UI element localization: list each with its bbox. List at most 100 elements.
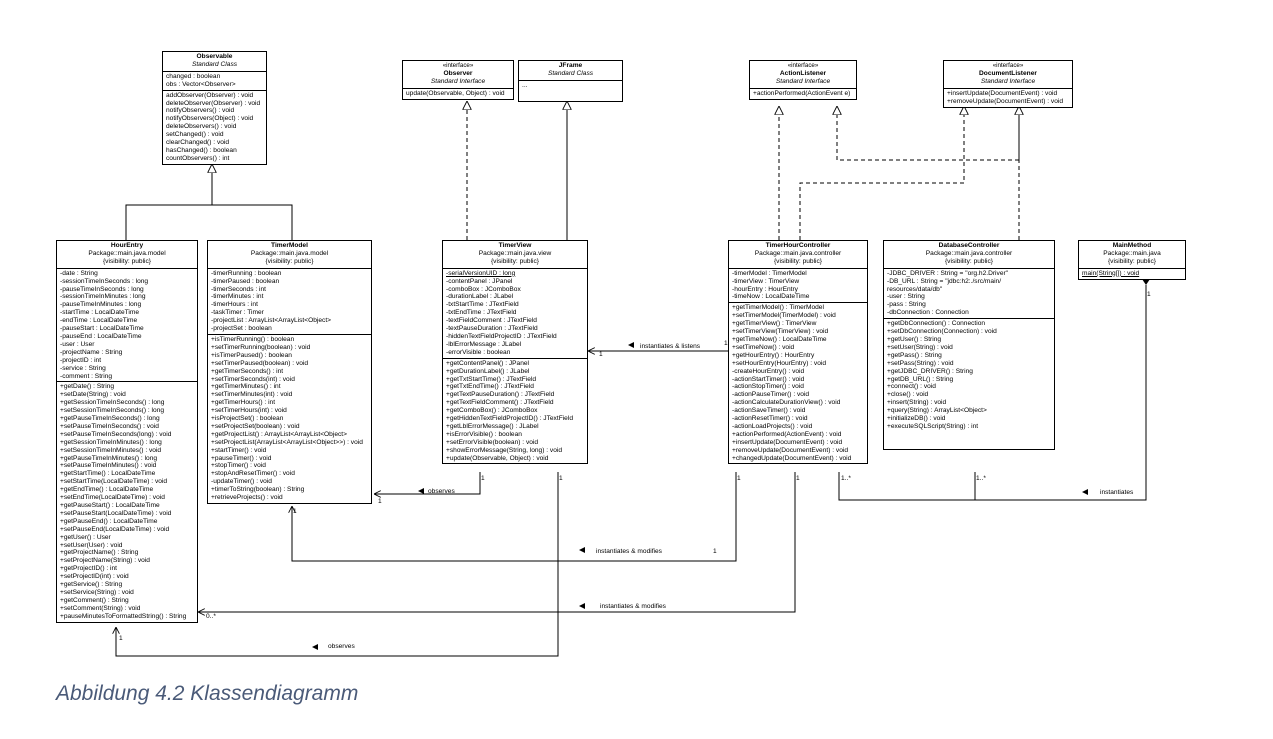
attribute-entry: -taskTimer : Timer [211, 309, 264, 317]
class-name: ActionListener [779, 69, 827, 77]
method-entry: +pauseMinutesToFormattedString() : Strin… [60, 612, 187, 620]
class-header: TimerHourController Package::main.java.c… [729, 241, 867, 269]
methods: +isTimerRunning() : boolean+setTimerRunn… [208, 335, 371, 503]
method-entry: +isTimerRunning() : boolean [211, 335, 295, 343]
attributes: -timerRunning : boolean-timerPaused : bo… [208, 269, 371, 335]
attribute-entry: -durationLabel : JLabel [446, 293, 514, 301]
attribute-entry: -textFieldComment : JTextField [446, 317, 537, 325]
class-timerhourcontroller: TimerHourController Package::main.java.c… [728, 240, 868, 465]
multiplicity: 1 [599, 351, 603, 358]
method-entry: +getHourEntry() : HourEntry [732, 351, 815, 359]
method-entry: +connect() : void [887, 383, 936, 391]
method-entry: +setPauseTimeInMinutes() : void [60, 462, 157, 470]
method-entry: +query(String) : ArrayList<Object> [887, 407, 987, 415]
attribute-entry: -projectName : String [60, 348, 123, 356]
attribute-entry: -hiddenTextFieldProjectID : JTextField [446, 332, 557, 340]
method-entry: -createHourEntry() : void [732, 367, 805, 375]
class-subtitle: Standard Interface [430, 77, 486, 85]
attribute-entry: -DB_URL : String = "jdbc:h2:./src/main/ [887, 277, 1002, 285]
method-entry: +insertUpdate(DocumentEvent) : void [947, 89, 1058, 97]
multiplicity: 1 [378, 498, 382, 505]
method-entry: +setPass(String) : void [887, 359, 954, 367]
method-entry: update(Observable, Object) : void [406, 89, 505, 97]
attribute-entry: -user : String [887, 293, 925, 301]
class-subtitle: Standard Class [191, 60, 238, 68]
methods: +getContentPanel() : JPanel+getDurationL… [443, 359, 587, 464]
method-entry: +getTimerView() : TimerView [732, 320, 817, 328]
method-entry: +getTimeNow() : LocalDateTime [732, 335, 827, 343]
method-entry: +getUser() : String [887, 335, 942, 343]
method-entry: +removeUpdate(DocumentEvent) : void [947, 97, 1063, 105]
attributes: -date : String-sessionTimeInSeconds : lo… [57, 269, 197, 383]
multiplicity: 1 [737, 475, 741, 482]
method-entry: +setEndTime(LocalDateTime) : void [60, 494, 165, 502]
attribute-entry: -textPauseDuration : JTextField [446, 325, 538, 333]
method-entry: +getUser() : User [60, 533, 111, 541]
method-entry: +initializeDB() : void [887, 415, 946, 423]
class-subtitle: Standard Class [547, 69, 594, 77]
class-name: Observable [196, 53, 233, 60]
method-entry: +close() : void [887, 391, 929, 399]
class-timerview: TimerView Package::main.java.view {visib… [442, 240, 588, 465]
generalization-hourentry-observable [125, 204, 212, 240]
attribute-entry: -timerPaused : boolean [211, 277, 280, 285]
method-entry: -actionLoadProjects() : void [732, 422, 813, 430]
method-entry: -actionStopTimer() : void [732, 383, 804, 391]
method-entry: +getDurationLabel() : JLabel [446, 367, 530, 375]
direction-marker [579, 547, 585, 553]
method-entry: +showErrorMessage(String, long) : void [446, 446, 562, 454]
attribute-entry: -txtStartTime : JTextField [446, 301, 519, 309]
attribute-entry: -projectList : ArrayList<ArrayList<Objec… [211, 317, 332, 325]
method-entry: +getPauseStart() : LocalDateTime [60, 502, 160, 509]
method-entry: +actionPerformed(ActionEvent e) [753, 89, 851, 97]
multiplicity: 1..* [841, 475, 851, 482]
methods: update(Observable, Object) : void [403, 89, 513, 99]
method-entry: +setProjectSet(boolean) : void [211, 422, 300, 430]
method-entry: +setSessionTimeInSeconds() : long [60, 407, 165, 415]
method-entry: +setStartTime(LocalDateTime) : void [60, 478, 168, 486]
attribute-entry: -pass : String [887, 301, 926, 309]
method-entry: +insertUpdate(DocumentEvent) : void [732, 438, 843, 446]
methods: +getDbConnection() : Connection+setDbCon… [884, 319, 1054, 449]
class-visibility: {visibility: public} [944, 257, 993, 265]
attribute-entry: -projectID : int [60, 356, 102, 364]
class-subtitle: Standard Interface [980, 77, 1036, 85]
method-entry: +getTxtEndTime() : JTextField [446, 383, 534, 391]
attribute-entry: resources/data/db" [887, 285, 943, 293]
multiplicity: 1 [481, 475, 485, 482]
method-entry: deleteObserver(Observer) : void [166, 99, 261, 107]
method-entry: +isProjectSet() : boolean [211, 415, 284, 423]
attribute-entry: -sessionTimeInMinutes : long [60, 293, 146, 301]
methods: ... [519, 81, 622, 101]
method-entry: +removeUpdate(DocumentEvent) : void [732, 446, 848, 454]
attribute-entry: -timerRunning : boolean [211, 269, 282, 277]
method-entry: notifyObservers(Object) : void [166, 115, 254, 123]
label-observes-model: observes [428, 488, 455, 495]
attributes: -timerModel : TimerModel-timerView : Tim… [729, 269, 867, 304]
attribute-entry: -txtEndTime : JTextField [446, 309, 517, 317]
realization-database-actionlistener-branch [837, 106, 1019, 161]
class-package: Package::main.java.controller [925, 249, 1013, 257]
method-entry: +getEndTime() : LocalDateTime [60, 486, 154, 494]
methods: +insertUpdate(DocumentEvent) : void+remo… [944, 89, 1072, 107]
attribute-entry: -pauseStart : LocalDateTime [60, 325, 144, 333]
class-databasecontroller: DatabaseController Package::main.java.co… [883, 240, 1055, 451]
attribute-entry: -timerSeconds : int [211, 285, 266, 293]
method-entry: -actionCalculateDurationView() : void [732, 399, 841, 407]
direction-marker [312, 644, 318, 650]
method-entry: -updateTimer() : void [211, 478, 272, 486]
class-package: Package::main.java.controller [754, 249, 842, 257]
class-name: HourEntry [110, 242, 144, 249]
attribute-entry: -serialVersionUID : long [446, 269, 516, 277]
method-entry: +getTxtStartTime() : JTextField [446, 375, 537, 383]
stereotype: «interface» [787, 62, 819, 69]
class-name: TimerHourController [765, 242, 831, 249]
multiplicity: 1 [559, 475, 563, 482]
class-name: MainMethod [1112, 242, 1152, 249]
method-entry: countObservers() : int [166, 154, 230, 162]
class-header: «interface» ActionListener Standard Inte… [750, 61, 856, 89]
multiplicity: 1 [119, 635, 123, 642]
method-entry: +getService() : String [60, 581, 123, 589]
method-entry: +setSessionTimeInMinutes() : void [60, 446, 162, 454]
method-entry: +getDB_URL() : String [887, 375, 954, 383]
